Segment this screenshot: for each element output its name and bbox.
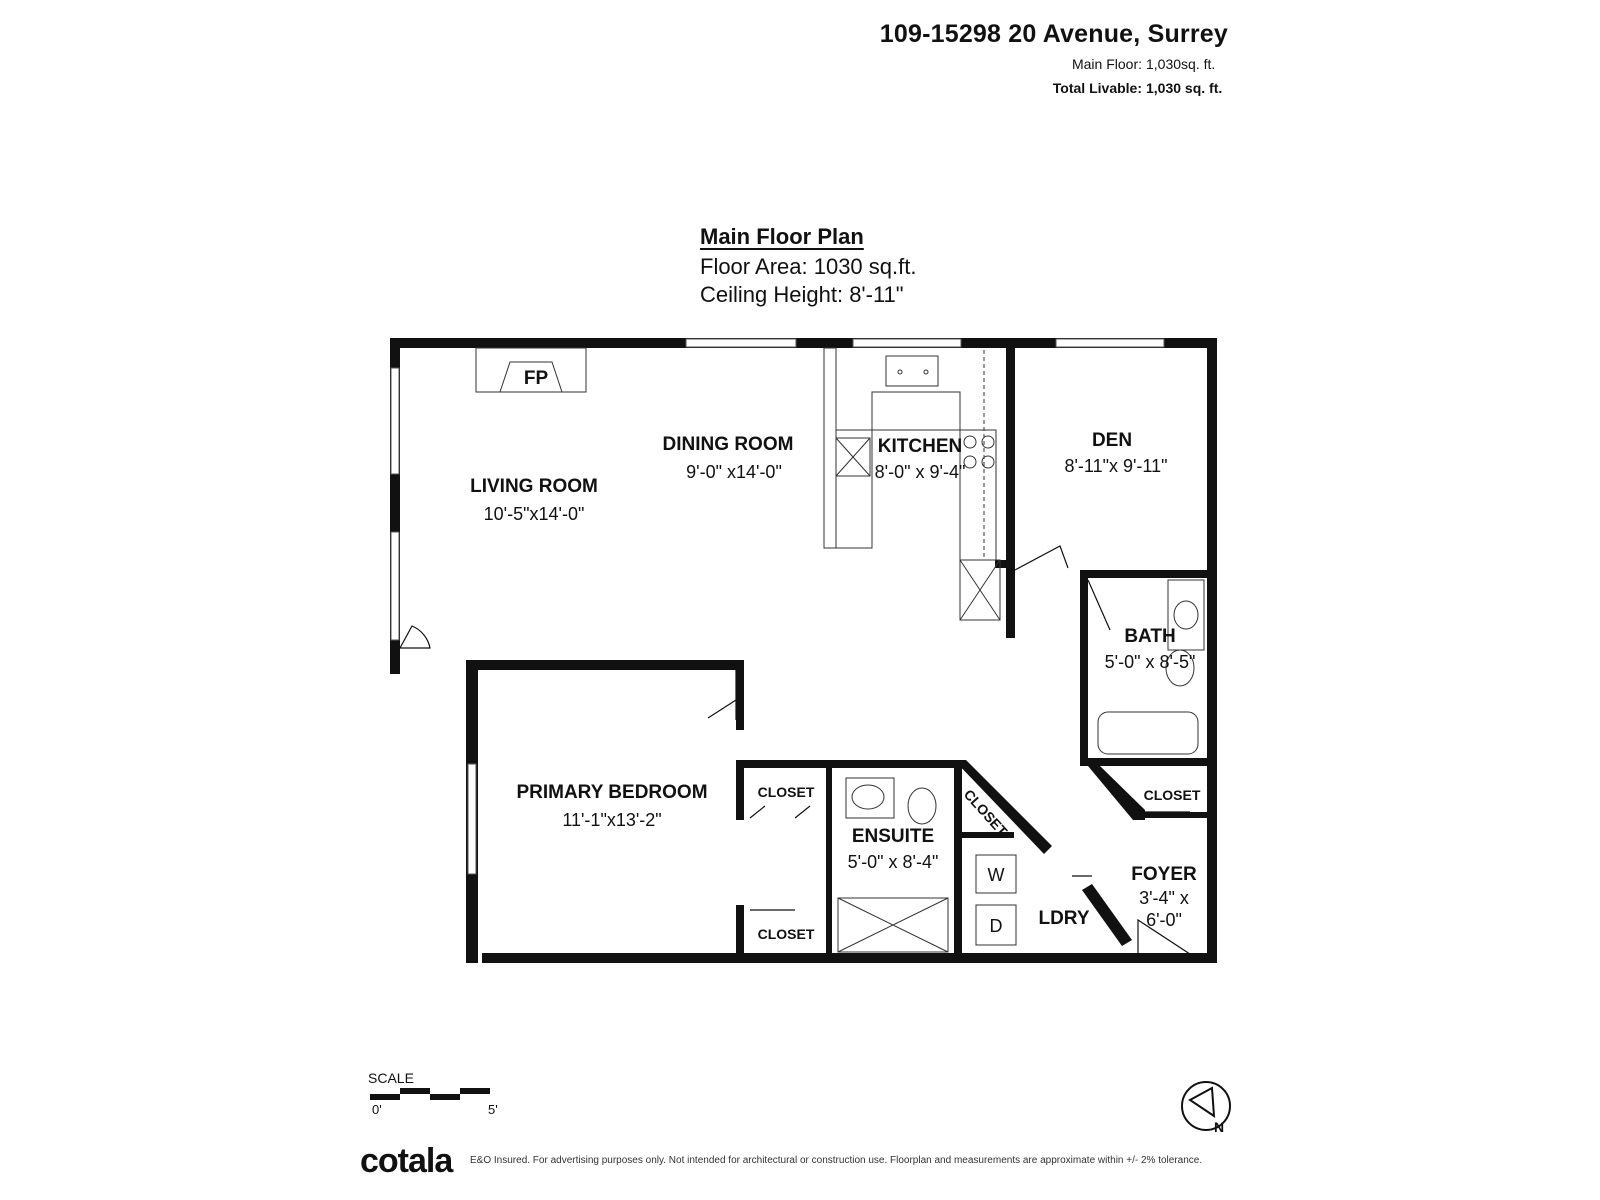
- sink-drain-right: [923, 369, 929, 375]
- ensuite-name: ENSUITE: [852, 826, 934, 847]
- fireplace-hearth: [499, 361, 563, 393]
- fixtures: [475, 347, 1205, 953]
- dishwasher: [835, 437, 871, 477]
- ensuite-vanity: [845, 777, 895, 819]
- disclaimer: E&O Insured. For advertising purposes on…: [470, 1155, 1203, 1166]
- laundry-name: LDRY: [1038, 908, 1089, 929]
- living-room-name: LIVING ROOM: [470, 476, 598, 497]
- bath-dims: 5'-0" x 8'-5": [1105, 652, 1196, 672]
- shower-x-b: [837, 897, 949, 953]
- den-name: DEN: [1092, 430, 1132, 451]
- plan-title: Main Floor Plan: [700, 224, 864, 249]
- floor-area: Floor Area: 1030 sq.ft.: [700, 254, 917, 279]
- front-door: [1137, 918, 1197, 959]
- main-floor-label: Main Floor:: [1071, 56, 1142, 72]
- fridge-x-b: [959, 559, 1001, 621]
- doors: [398, 545, 1197, 959]
- burner-3: [963, 455, 977, 469]
- washer: [975, 854, 1017, 894]
- bath-sink: [1173, 600, 1199, 630]
- entry-door-living: [398, 625, 431, 649]
- closet-label-foyer: CLOSET: [1144, 787, 1201, 803]
- burner-4: [981, 455, 995, 469]
- den-door: [1014, 545, 1069, 571]
- burner-2: [981, 435, 995, 449]
- closet-label-bedroom-upper: CLOSET: [758, 784, 815, 800]
- dining-room-name: DINING ROOM: [663, 434, 794, 455]
- ceiling-height: Ceiling Height: 8'-11": [700, 282, 904, 307]
- closet-label-bedroom-lower: CLOSET: [758, 926, 815, 942]
- kitchen-island: [871, 391, 961, 431]
- scale-label: SCALE: [368, 1070, 414, 1086]
- windows: [390, 338, 1165, 875]
- dining-room-dims: 9'-0" x14'-0": [686, 462, 782, 482]
- total-livable-value: 1,030 sq. ft.: [1146, 80, 1223, 96]
- closet-label-laundry: CLOSET: [961, 786, 1011, 839]
- bath-toilet: [1165, 649, 1195, 687]
- scale-bar-graphic: [370, 1088, 490, 1100]
- primary-bedroom-dims: 11'-1"x13'-2": [562, 810, 661, 830]
- dryer-label: D: [990, 916, 1003, 936]
- den-dims: 8'-11"x 9'-11": [1064, 456, 1167, 476]
- fridge: [959, 559, 1001, 621]
- kitchen-counter-right: [959, 429, 997, 561]
- foyer-name: FOYER: [1131, 864, 1197, 885]
- dishwasher-x-b: [835, 437, 871, 477]
- cotala-logo: cotala: [360, 1142, 453, 1180]
- living-room-dims: 10'-5"x14'-0": [484, 504, 585, 524]
- washer-label: W: [988, 865, 1005, 885]
- room-labels: LIVING ROOM 10'-5"x14'-0" DINING ROOM 9'…: [470, 368, 1201, 942]
- kitchen-counter-left: [835, 429, 873, 549]
- fireplace-label: FP: [524, 368, 549, 389]
- foyer-dims-line1: 3'-4" x: [1139, 888, 1189, 908]
- kitchen-dims: 8'-0" x 9'-4": [875, 462, 966, 482]
- scale-zero-label: 0': [372, 1102, 382, 1117]
- shower: [837, 897, 949, 953]
- main-floor-value: 1,030sq. ft.: [1146, 56, 1216, 72]
- scale-five-label: 5': [488, 1102, 498, 1117]
- kitchen-peninsula: [823, 347, 837, 549]
- compass-icon: N: [1181, 1081, 1231, 1135]
- foyer-dims-line2: 6'-0": [1146, 910, 1182, 930]
- primary-bedroom-name: PRIMARY BEDROOM: [516, 782, 707, 803]
- dryer: [975, 904, 1017, 946]
- bathtub: [1097, 711, 1199, 755]
- total-livable-area: Total Livable:1,030 sq. ft.: [1053, 80, 1228, 96]
- kitchen-name: KITCHEN: [878, 436, 962, 457]
- main-floor-area: Main Floor:1,030sq. ft.: [1072, 56, 1228, 72]
- sink-drain-left: [897, 369, 903, 375]
- interior-walls: [736, 348, 1207, 963]
- property-address: 109-15298 20 Avenue, Surrey: [879, 20, 1228, 48]
- compass-north-letter: N: [1214, 1119, 1224, 1135]
- bath-vanity: [1167, 579, 1205, 651]
- plan-info: Main Floor Plan Floor Area: 1030 sq.ft. …: [700, 224, 960, 306]
- ensuite-toilet: [907, 787, 937, 825]
- scale-bar: SCALE 0' 5': [368, 1070, 508, 1117]
- total-livable-label: Total Livable:: [1052, 80, 1142, 96]
- burner-1: [963, 435, 977, 449]
- bedroom-door: [707, 668, 737, 720]
- bath-door: [1087, 579, 1111, 631]
- ensuite-dims: 5'-0" x 8'-4": [848, 852, 939, 872]
- fireplace: [475, 347, 587, 393]
- closet-doors-upper: [749, 805, 811, 819]
- kitchen-sink: [885, 355, 939, 387]
- ensuite-sink: [851, 784, 885, 810]
- bath-name: BATH: [1124, 626, 1175, 647]
